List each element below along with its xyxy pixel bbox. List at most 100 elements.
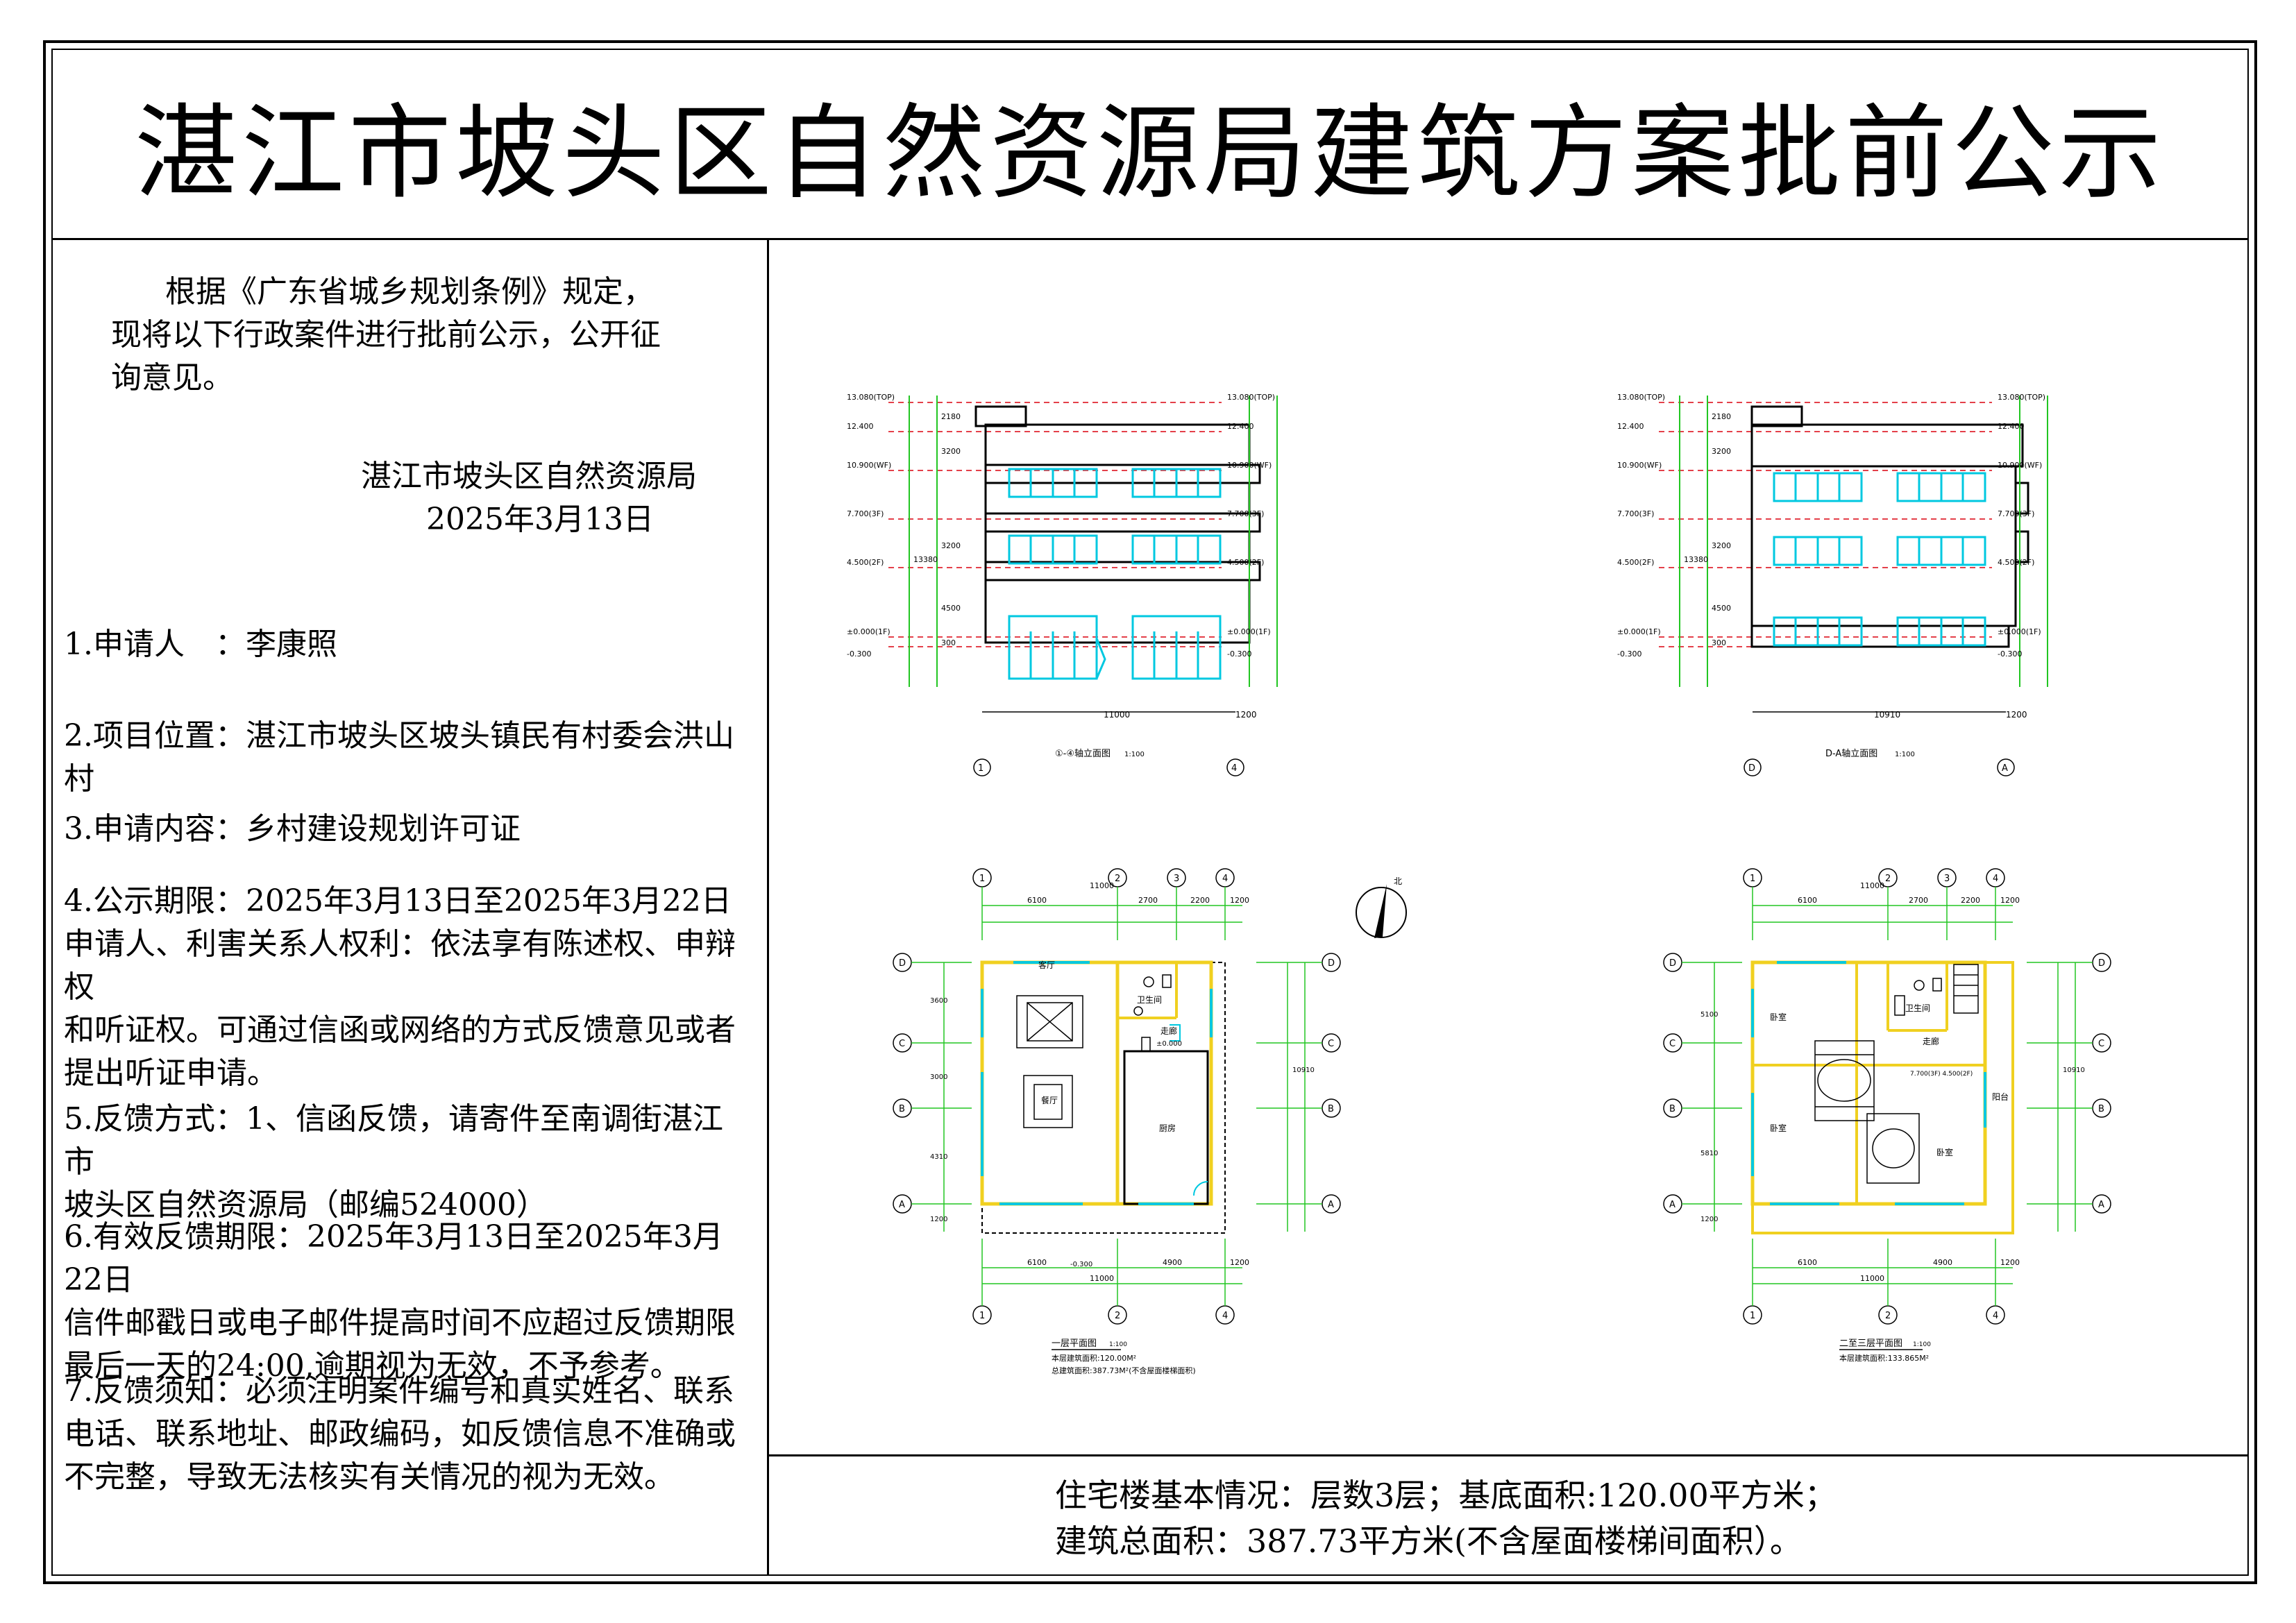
- plan-1-room: 餐厅: [1041, 1095, 1058, 1105]
- elevation-2-dim: 4500: [1712, 604, 1731, 613]
- elevation-2-level-label: 12.400: [1617, 422, 1644, 431]
- elevation-2-dim: 3200: [1712, 447, 1731, 456]
- plan-1-bottom-dim: 6100: [1027, 1258, 1047, 1267]
- elevation-2-dim: 300: [1712, 638, 1726, 647]
- summary-line-1: 住宅楼基本情况：层数3层；基底面积:120.00平方米；: [1055, 1477, 1837, 1514]
- elevation-1-level-label: ±0.000(1F): [847, 627, 890, 636]
- north-arrow-icon: 北: [1356, 876, 1407, 938]
- elevation-2-level-label-right: -0.300: [1998, 649, 2022, 658]
- north-label: 北: [1394, 876, 1402, 886]
- elevation-1-dim: 3200: [941, 447, 961, 456]
- project-location: 2.项目位置：湛江市坡头区坡头镇民有村委会洪山村: [64, 718, 734, 797]
- plan-1-top-total: 11000: [1090, 881, 1114, 890]
- plan-1-room: 客厅: [1038, 960, 1055, 970]
- plan-2-room: 卫生间: [1905, 1003, 1930, 1013]
- elevation-1-total-dim: 13380: [913, 555, 938, 564]
- elevation-1-level-label-right: 12.400: [1227, 422, 1254, 431]
- elevation-2-level-label: 13.080(TOP): [1617, 393, 1665, 402]
- plan-2-col-axis: 4: [1993, 874, 1998, 884]
- feedback-notice-line: 7.反馈须知：必须注明案件编号和真实姓名、联系: [64, 1373, 734, 1409]
- plan-2-col-axis: 2: [1885, 874, 1891, 884]
- plan-2-side-dim: 1200: [1700, 1216, 1718, 1223]
- plan-1-side-dim: 4310: [930, 1153, 947, 1161]
- plan-1-room: 卫生间: [1137, 995, 1162, 1005]
- elevation-2-bottom-dim: 10910: [1874, 710, 1900, 720]
- plan-2-caption: 二至三层平面图: [1839, 1339, 1902, 1349]
- plan-1-side-dim: 3600: [930, 997, 947, 1005]
- feedback-notice-line: 不完整，导致无法核实有关情况的视为无效。: [64, 1459, 675, 1495]
- elevation-1-level-label: 10.900(WF): [847, 461, 891, 470]
- valid-period-line: 信件邮戳日或电子邮件提高时间不应超过反馈期限: [64, 1305, 736, 1341]
- floor-plan-1: 客厅 卫生间 走廊 餐厅 厨房 ±0.000 -0.300 6100 2700 …: [893, 868, 1341, 1375]
- plan-1-top-dim: 1200: [1230, 896, 1249, 905]
- plan-1-col-axis: 3: [1174, 874, 1179, 884]
- plan-1-col-axis: 1: [979, 874, 985, 884]
- title-divider: [51, 238, 2249, 240]
- plan-2-col-axis: 1: [1750, 874, 1755, 884]
- plan-1-total-area: 总建筑面积:387.73M²(不含屋面楼梯面积): [1052, 1366, 1196, 1375]
- intro-line-1: 根据《广东省城乡规划条例》规定，: [165, 274, 654, 309]
- plan-1-row-axis: B: [899, 1104, 905, 1114]
- plan-1-row-axis: C: [899, 1039, 905, 1049]
- elevation-1-scale: 1:100: [1124, 751, 1145, 758]
- elevation-1-dim: 4500: [941, 604, 961, 613]
- elevation-drawing-1: 13.080(TOP) 12.400 10.900(WF) 7.700(3F) …: [847, 393, 1278, 776]
- plan-2-top-dim: 6100: [1798, 896, 1817, 905]
- plan-1-outside-level: -0.300: [1070, 1261, 1092, 1268]
- floor-plan-2: 卧室 卫生间 走廊 卧室 阳台 卧室 7.700(3F) 4.500(2F) 6…: [1663, 868, 2111, 1363]
- inner-frame: [51, 49, 2249, 1576]
- elevation-1-dim: 3200: [941, 541, 961, 550]
- elevation-2-dim: 3200: [1712, 541, 1731, 550]
- plan-2-room: 阳台: [1992, 1091, 2009, 1102]
- feedback-method: 5.反馈方式：1、信函反馈，请寄件至南调街湛江市 坡头区自然资源局（邮编5240…: [64, 1098, 744, 1227]
- elevation-1-axis: 1: [978, 763, 984, 774]
- publicity-period-line: 申请人、利害关系人权利：依法享有陈述权、申辩权: [64, 926, 736, 1005]
- elevation-2-axis: D: [1748, 763, 1755, 774]
- plan-2-room: 卧室: [1770, 1012, 1787, 1022]
- elevation-1-level-label-right: 13.080(TOP): [1227, 393, 1275, 402]
- feedback-method-line: 坡头区自然资源局（邮编524000）: [64, 1187, 547, 1223]
- plan-2-row-axis-right: D: [2098, 958, 2105, 969]
- plan-1-col-axis-bottom: 4: [1222, 1311, 1228, 1321]
- plan-1-room: 走廊: [1160, 1026, 1177, 1036]
- plan-2-side-total: 10910: [2063, 1067, 2085, 1074]
- elevation-1-level-label-right: 10.900(WF): [1227, 461, 1272, 470]
- plan-2-row-axis-right: A: [2098, 1200, 2104, 1210]
- elevation-2-dim: 2180: [1712, 412, 1731, 421]
- plan-1-bottom-total: 11000: [1090, 1274, 1114, 1283]
- plan-2-top-dim: 2700: [1909, 896, 1928, 905]
- plan-1-row-axis-right: C: [1328, 1039, 1334, 1049]
- plan-1-caption: 一层平面图: [1052, 1339, 1097, 1349]
- plan-1-level: ±0.000: [1156, 1040, 1182, 1048]
- plan-2-top-dim: 2200: [1961, 896, 1980, 905]
- plan-2-bottom-dim: 6100: [1798, 1258, 1817, 1267]
- elevation-2-level-label-right: 7.700(3F): [1998, 509, 2034, 518]
- plan-2-row-axis: B: [1669, 1104, 1675, 1114]
- application-content: 3.申请内容：乡村建设规划许可证: [64, 811, 521, 847]
- plan-2-bottom-dim: 4900: [1933, 1258, 1952, 1267]
- feedback-method-line: 5.反馈方式：1、信函反馈，请寄件至南调街湛江市: [64, 1101, 723, 1180]
- plan-2-room: 走廊: [1923, 1036, 1939, 1046]
- plan-1-bottom-dim: 1200: [1230, 1258, 1249, 1267]
- elevation-1-caption: ①-④轴立面图: [1055, 749, 1111, 759]
- plan-2-scale: 1:100: [1913, 1341, 1931, 1348]
- plan-2-col-axis: 3: [1944, 874, 1950, 884]
- outer-frame: [43, 40, 2257, 1584]
- feedback-notice: 7.反馈须知：必须注明案件编号和真实姓名、联系 电话、联系地址、邮政编码，如反馈…: [64, 1370, 744, 1499]
- plan-1-side-total: 10910: [1292, 1067, 1315, 1074]
- plan-2-col-axis-bottom: 4: [1993, 1311, 1998, 1321]
- plan-1-col-axis-bottom: 2: [1115, 1311, 1120, 1321]
- elevation-drawing-2: 13.080(TOP) 12.400 10.900(WF) 7.700(3F) …: [1617, 393, 2048, 776]
- elevation-1-bottom-dim: 1200: [1235, 710, 1257, 720]
- plan-1-room: 厨房: [1159, 1123, 1176, 1133]
- plan-1-col-axis: 4: [1222, 874, 1228, 884]
- plan-1-col-axis-bottom: 1: [979, 1311, 985, 1321]
- plan-2-row-axis: A: [1669, 1200, 1675, 1210]
- publicity-period: 4.公示期限：2025年3月13日至2025年3月22日 申请人、利害关系人权利…: [64, 880, 744, 1095]
- elevation-1-level-label: 13.080(TOP): [847, 393, 895, 402]
- plan-2-row-axis-right: C: [2098, 1039, 2104, 1049]
- plan-2-col-axis-bottom: 1: [1750, 1311, 1755, 1321]
- elevation-2-axis: A: [2002, 763, 2008, 774]
- plan-2-row-axis-right: B: [2098, 1104, 2104, 1114]
- page-title: 湛江市坡头区自然资源局建筑方案批前公示: [135, 93, 2166, 213]
